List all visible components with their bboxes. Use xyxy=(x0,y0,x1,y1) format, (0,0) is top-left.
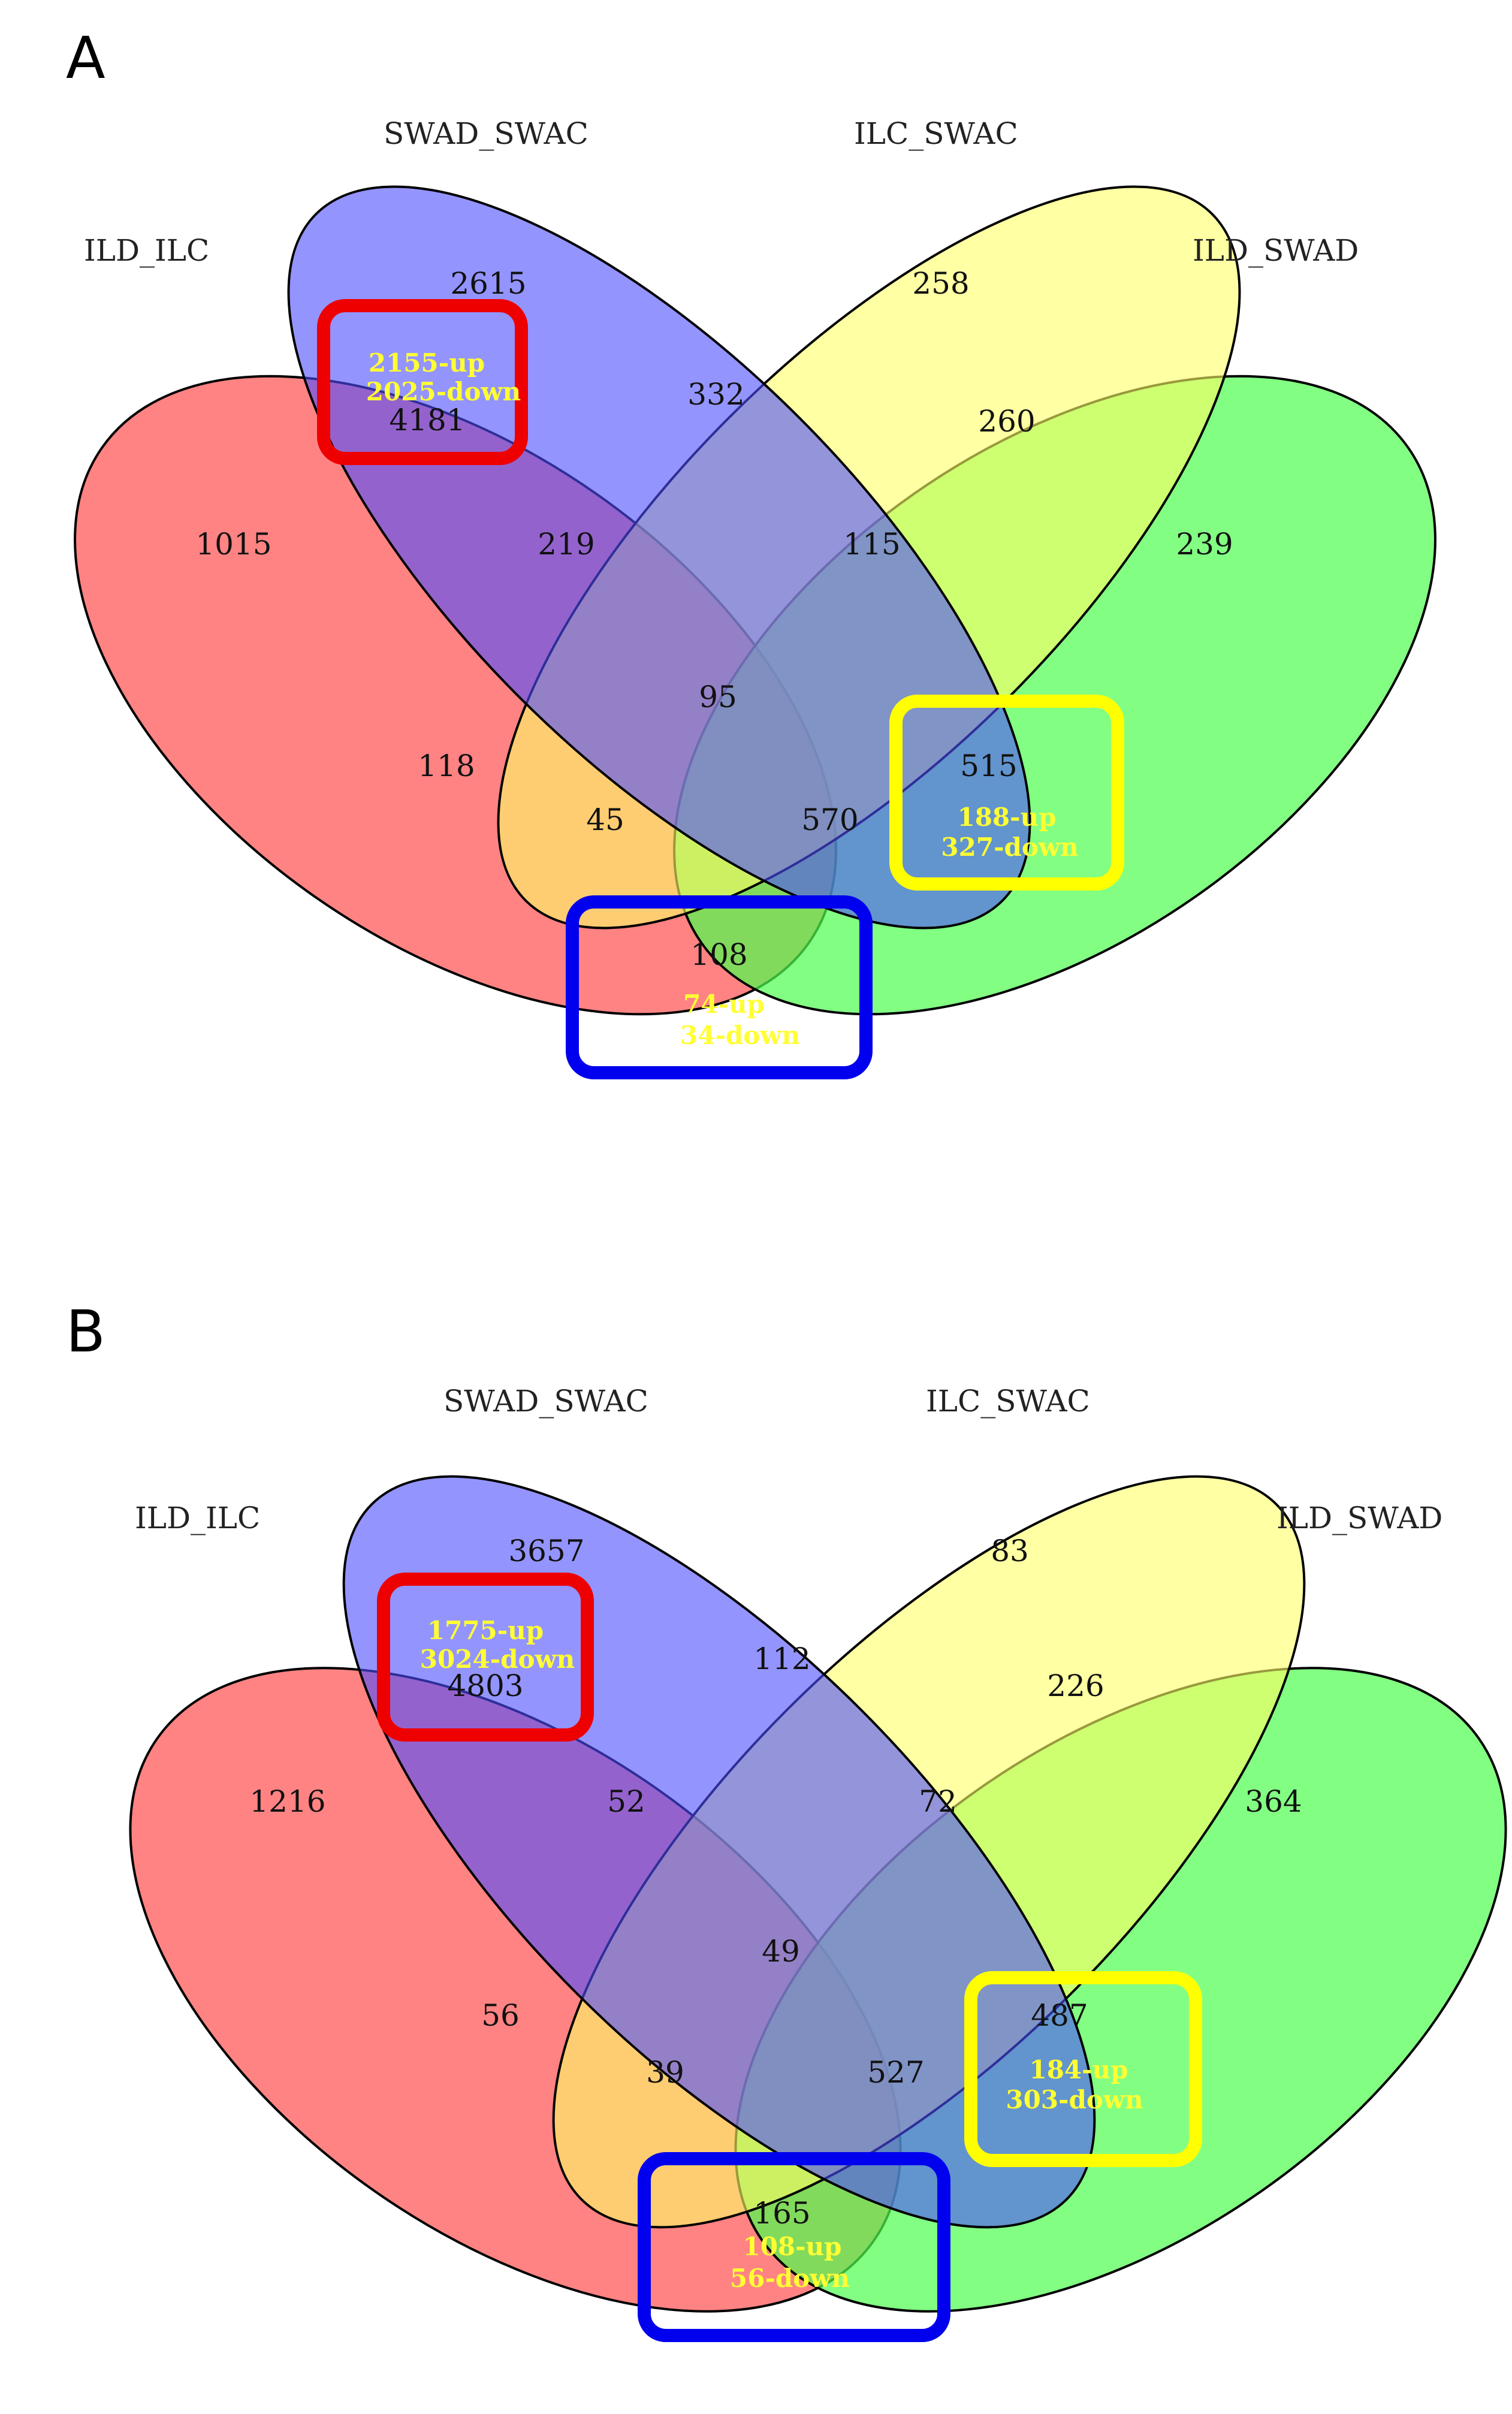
highlight-red-up: 1775-up xyxy=(427,1616,544,1645)
highlight-box-blue xyxy=(638,2152,950,2342)
count-ild-ilc-ilc-swac-ild-swad: 39 xyxy=(646,2055,684,2090)
highlight-box-red xyxy=(377,1573,594,1742)
count-ilc-swac-only: 258 xyxy=(912,266,969,301)
count-swad-swac-ilc-swac: 332 xyxy=(687,377,744,412)
highlight-yellow-up: 184-up xyxy=(1029,2055,1128,2084)
count-ild-ilc-ilc-swac: 118 xyxy=(418,749,475,783)
count-ild-ilc-swad-swac-ild-swad: 570 xyxy=(801,802,858,837)
highlight-yellow-up: 188-up xyxy=(957,802,1056,832)
highlight-red-up: 2155-up xyxy=(369,348,485,378)
highlight-blue-down: 56-down xyxy=(730,2264,850,2293)
ellipse-swad-swac xyxy=(342,1475,1096,2229)
count-ild-ilc-swad-swac: 4181 xyxy=(389,403,465,437)
count-swad-swac-ilc-swac-ild-swad: 72 xyxy=(919,1784,957,1819)
highlight-box-yellow xyxy=(964,1971,1202,2167)
count-swad-swac-ild-swad: 487 xyxy=(1031,1998,1088,2033)
highlight-box-blue xyxy=(566,895,873,1079)
count-swad-swac-ild-swad: 515 xyxy=(960,749,1017,783)
count-ild-ilc-swad-swac-ilc-swac: 52 xyxy=(607,1784,645,1819)
set-label-ild-ilc: ILD_ILC xyxy=(135,1501,260,1535)
highlight-yellow-down: 303-down xyxy=(1006,2085,1143,2114)
count-ild-ilc-only: 1216 xyxy=(249,1784,325,1819)
highlight-blue-up: 74-up xyxy=(683,989,765,1019)
count-swad-swac-ilc-swac: 112 xyxy=(753,1641,810,1676)
count-ilc-swac-ild-swad: 226 xyxy=(1047,1668,1104,1703)
panel-letter: B xyxy=(66,1298,105,1365)
count-ild-ilc-only: 1015 xyxy=(195,527,271,562)
count-swad-swac-only: 2615 xyxy=(450,266,526,301)
count-ilc-swac-only: 83 xyxy=(991,1534,1029,1568)
count-ild-ilc-swad-swac: 4803 xyxy=(447,1668,523,1703)
set-label-ilc-swac: ILC_SWAC xyxy=(926,1384,1090,1419)
count-ild-ilc-swad-swac-ilc-swac: 219 xyxy=(538,527,594,562)
highlight-yellow-down: 327-down xyxy=(941,832,1078,862)
highlight-box-yellow xyxy=(889,695,1124,891)
highlight-box-red xyxy=(317,299,528,465)
set-label-ild-ilc: ILD_ILC xyxy=(84,233,209,268)
count-ild-ilc-ild-swad: 165 xyxy=(753,2196,810,2231)
count-all-four: 49 xyxy=(762,1934,800,1969)
set-label-ild-swad: ILD_SWAD xyxy=(1276,1501,1442,1535)
highlight-blue-up: 108-up xyxy=(743,2232,841,2261)
count-ilc-swac-ild-swad: 260 xyxy=(978,404,1035,439)
ellipse-swad-swac xyxy=(287,185,1031,930)
highlight-blue-down: 34-down xyxy=(680,1021,800,1050)
count-ild-ilc-ilc-swac-ild-swad: 45 xyxy=(586,802,624,837)
set-label-swad-swac: SWAD_SWAC xyxy=(384,116,588,151)
count-ild-ilc-ild-swad: 108 xyxy=(690,937,747,972)
count-swad-swac-ilc-swac-ild-swad: 115 xyxy=(843,527,900,562)
panel-b: B ILD_ILC SWAD_SWAC ILC_SWAC ILD_SWAD 12… xyxy=(66,1298,1507,2342)
count-ild-ilc-swad-swac-ild-swad: 527 xyxy=(867,2055,924,2090)
panel-a: A ILD_ILC SWAD_SWAC ILC_SWAC ILD_SWAD 10… xyxy=(66,25,1436,1079)
count-ild-ilc-ilc-swac: 56 xyxy=(481,1998,520,2033)
count-ild-swad-only: 239 xyxy=(1176,527,1233,562)
set-label-ilc-swac: ILC_SWAC xyxy=(854,116,1018,151)
highlight-red-down: 3024-down xyxy=(420,1644,575,1674)
set-label-swad-swac: SWAD_SWAC xyxy=(443,1384,648,1419)
highlight-red-down: 2025-down xyxy=(366,377,521,406)
count-swad-swac-only: 3657 xyxy=(508,1534,584,1568)
panel-letter: A xyxy=(66,25,105,92)
count-ild-swad-only: 364 xyxy=(1245,1784,1302,1819)
set-label-ild-swad: ILD_SWAD xyxy=(1193,233,1359,268)
count-all-four: 95 xyxy=(699,680,737,714)
